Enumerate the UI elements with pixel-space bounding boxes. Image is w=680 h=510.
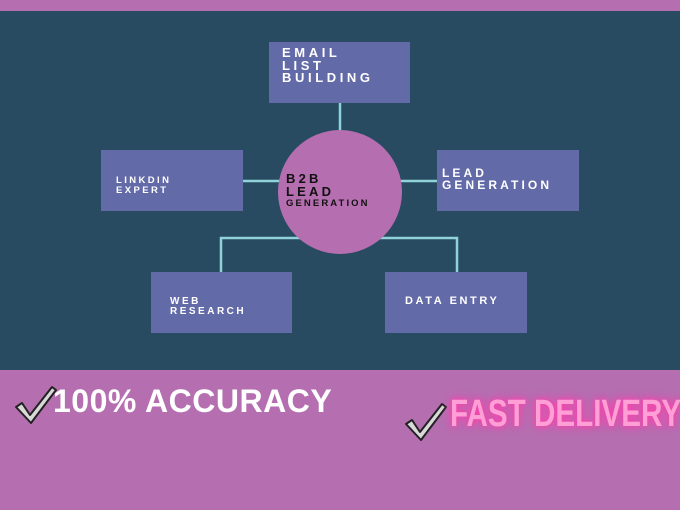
node-lead-generation: LEAD GENERATION (437, 150, 579, 211)
hub-subtitle: GENERATION (286, 198, 370, 209)
node-leadgen-label: LEAD GENERATION (442, 166, 553, 192)
top-strip (0, 0, 680, 11)
node-email-list-building: EMAIL LIST BUILDING (269, 42, 410, 103)
accuracy-text: 100% ACCURACY (53, 383, 333, 419)
node-linkedin-label: LINKDIN EXPERT (116, 175, 172, 196)
check-mark-icon (15, 386, 57, 424)
node-data-label: DATA ENTRY (405, 295, 500, 307)
node-linkedin-expert: LINKDIN EXPERT (101, 150, 243, 211)
node-web-label: WEB RESEARCH (170, 296, 247, 317)
node-web-research: WEB RESEARCH (151, 272, 292, 333)
hub-title: B2B LEAD (286, 171, 335, 199)
check-mark-icon (405, 403, 447, 441)
node-data-entry: DATA ENTRY (385, 272, 527, 333)
node-email-label: EMAIL LIST BUILDING (282, 45, 374, 85)
hub-b2b-lead-generation: B2B LEAD GENERATION (278, 130, 402, 254)
fast-delivery-text: FAST DELIVERY (450, 393, 680, 435)
bottom-banner (0, 370, 680, 510)
